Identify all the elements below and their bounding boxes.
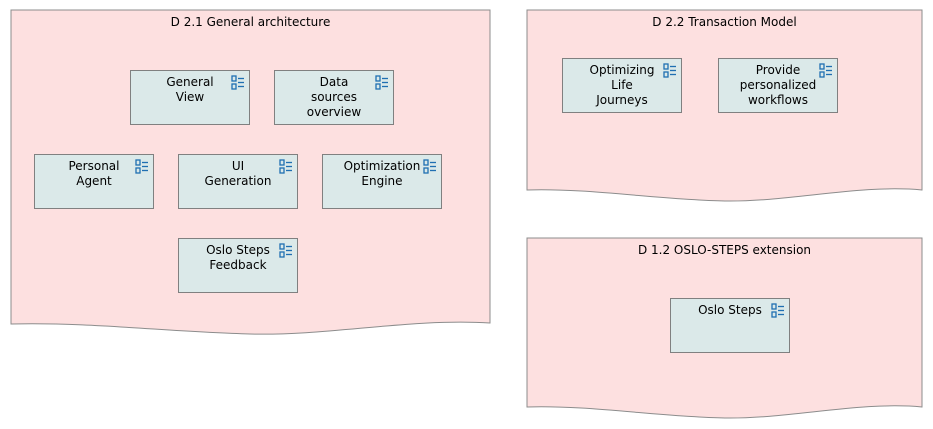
group-title-d21: D 2.1 General architecture — [170, 15, 331, 29]
component-label: Data sources overview — [306, 75, 362, 119]
component-data-sources-overview[interactable]: Data sources overview — [274, 70, 394, 125]
application-component-icon — [663, 63, 676, 78]
component-personal-agent[interactable]: Personal Agent — [34, 154, 154, 209]
component-label: General View — [166, 75, 214, 104]
component-optimization-engine[interactable]: Optimization Engine — [322, 154, 442, 209]
application-component-icon — [375, 75, 388, 90]
component-label: Optimization Engine — [343, 159, 421, 188]
component-oslo-steps[interactable]: Oslo Steps — [670, 298, 790, 353]
component-label: Provide personalized workflows — [739, 63, 817, 107]
application-component-icon — [819, 63, 832, 78]
application-component-icon — [279, 243, 292, 258]
application-component-icon — [279, 159, 292, 174]
application-component-icon — [771, 303, 784, 318]
component-label: Oslo Steps — [698, 303, 762, 317]
component-ui-generation[interactable]: UI Generation — [178, 154, 298, 209]
application-component-icon — [423, 159, 436, 174]
application-component-icon — [231, 75, 244, 90]
application-component-icon — [135, 159, 148, 174]
component-general-view[interactable]: General View — [130, 70, 250, 125]
component-label: Personal Agent — [68, 159, 120, 188]
component-provide-personalized-workflows[interactable]: Provide personalized workflows — [718, 58, 838, 113]
group-title-d22: D 2.2 Transaction Model — [652, 15, 797, 29]
component-label: UI Generation — [204, 159, 272, 188]
group-title-d12: D 1.2 OSLO-STEPS extension — [637, 243, 812, 257]
component-label: Optimizing Life Journeys — [589, 63, 655, 107]
component-label: Oslo Steps Feedback — [206, 243, 270, 272]
component-oslo-steps-feedback[interactable]: Oslo Steps Feedback — [178, 238, 298, 293]
component-optimizing-life-journeys[interactable]: Optimizing Life Journeys — [562, 58, 682, 113]
